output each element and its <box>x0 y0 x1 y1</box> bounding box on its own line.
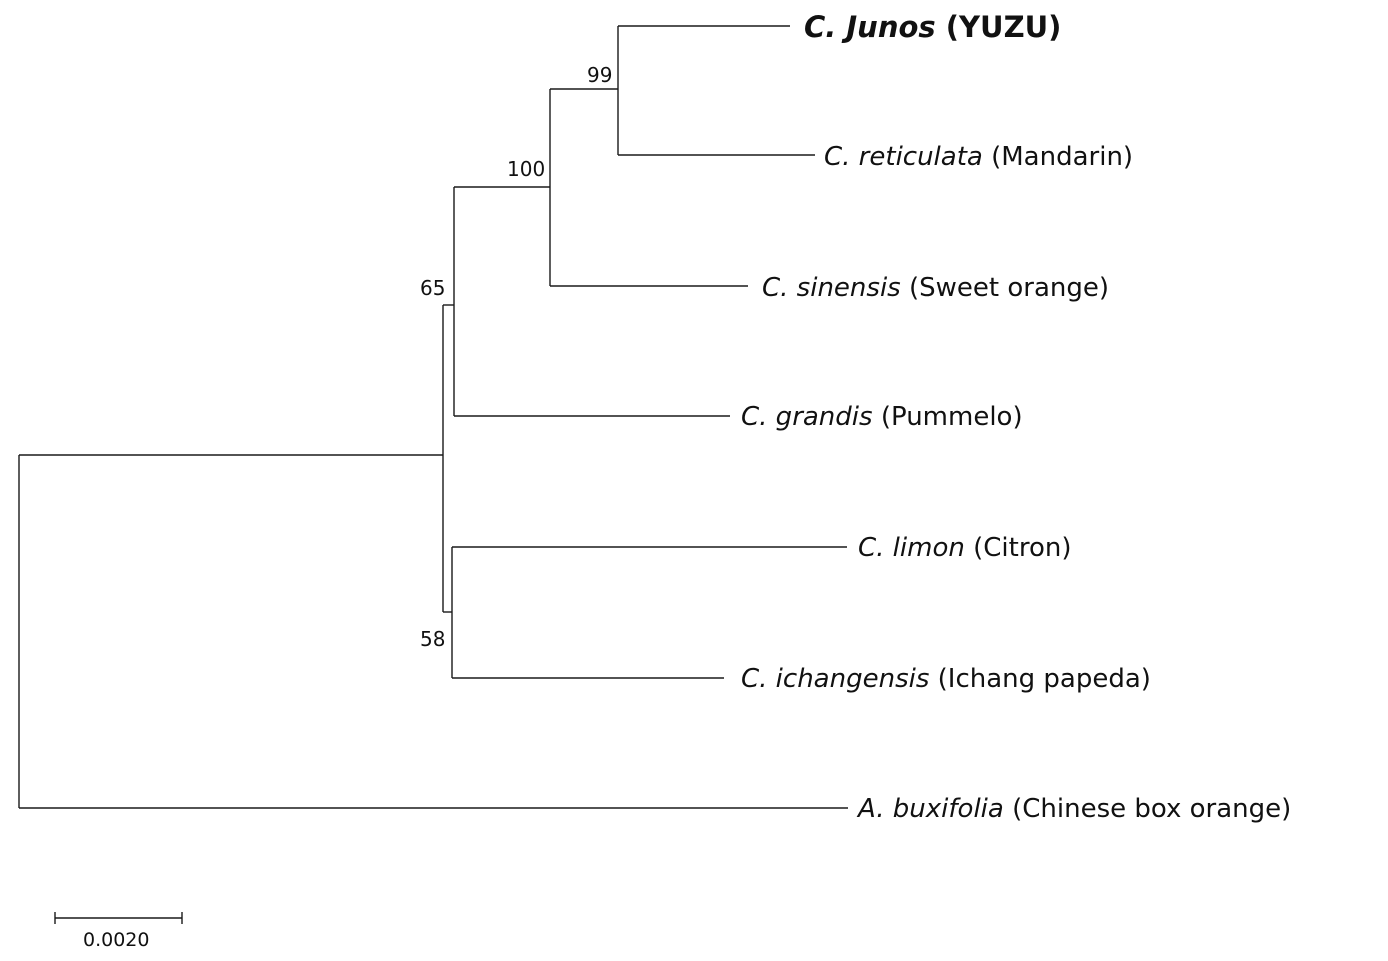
space <box>965 533 973 563</box>
species-name-junos: C. Junos <box>804 10 936 44</box>
space <box>901 273 909 303</box>
species-name-buxifolia: A. buxifolia <box>856 794 1004 824</box>
tree-branches <box>18 25 848 809</box>
space <box>929 664 937 694</box>
common-name-limon: (Citron) <box>973 533 1071 563</box>
taxon-label-sinensis: C. sinensis (Sweet orange) <box>762 273 1109 303</box>
bootstrap-values: 99 100 65 58 <box>420 63 612 651</box>
species-name-sinensis: C. sinensis <box>762 273 901 303</box>
species-name-reticulata: C. reticulata <box>824 142 983 172</box>
species-name-limon: C. limon <box>858 533 965 563</box>
bootstrap-99: 99 <box>587 63 612 87</box>
space <box>873 402 881 432</box>
taxon-labels: C. Junos (YUZU) C. reticulata (Mandarin)… <box>741 10 1291 824</box>
space <box>936 10 946 44</box>
taxon-label-reticulata: C. reticulata (Mandarin) <box>824 142 1133 172</box>
common-name-buxifolia: (Chinese box orange) <box>1012 794 1291 824</box>
taxon-label-ichangensis: C. ichangensis (Ichang papeda) <box>741 664 1151 694</box>
taxon-label-grandis: C. grandis (Pummelo) <box>741 402 1023 432</box>
bootstrap-58: 58 <box>420 627 445 651</box>
bootstrap-65: 65 <box>420 276 445 300</box>
species-name-ichangensis: C. ichangensis <box>741 664 929 694</box>
common-name-grandis: (Pummelo) <box>881 402 1023 432</box>
scale-bar: 0.0020 <box>54 912 183 951</box>
common-name-junos: (YUZU) <box>946 10 1062 44</box>
common-name-reticulata: (Mandarin) <box>991 142 1133 172</box>
common-name-ichangensis: (Ichang papeda) <box>938 664 1151 694</box>
taxon-label-junos: C. Junos (YUZU) <box>804 10 1061 44</box>
taxon-label-limon: C. limon (Citron) <box>858 533 1071 563</box>
scale-bar-label: 0.0020 <box>83 929 149 951</box>
species-name-grandis: C. grandis <box>741 402 873 432</box>
common-name-sinensis: (Sweet orange) <box>909 273 1109 303</box>
space <box>1004 794 1012 824</box>
taxon-label-buxifolia: A. buxifolia (Chinese box orange) <box>856 794 1291 824</box>
space <box>983 142 991 172</box>
bootstrap-100: 100 <box>507 157 545 181</box>
